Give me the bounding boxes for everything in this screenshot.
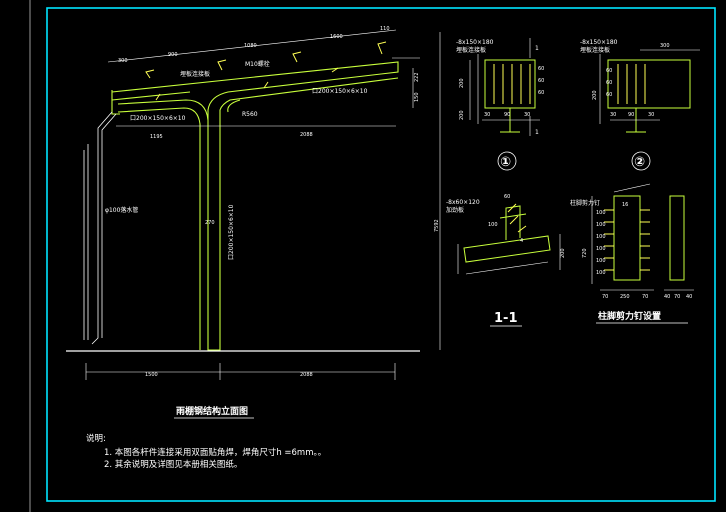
dim-right-1: 150 xyxy=(414,92,420,102)
stud-detail: 柱脚剪力钉 16 720 100 100 100 100 100 100 70 … xyxy=(570,183,694,324)
top-ledge xyxy=(111,90,120,115)
d2-bolt-2: 60 xyxy=(606,92,612,98)
dim-top-1: 900 xyxy=(168,52,178,58)
d1-plate: -8x150×180 xyxy=(456,39,494,46)
d2-bolt-0: 60 xyxy=(606,68,612,74)
d2-circle: ② xyxy=(634,155,645,170)
d1-bolt-0: 60 xyxy=(538,66,544,72)
stud-v-5: 100 xyxy=(596,270,606,276)
canopy-beam-bottom xyxy=(111,91,191,101)
stud-label: 柱脚剪力钉 xyxy=(570,199,600,207)
dim-top-2: 1080 xyxy=(244,43,257,49)
label-column: 口200×150×6×10 xyxy=(228,204,235,260)
elevation-dims: 300 900 1080 1600 110 M10螺栓 埋板连接板 口200×1… xyxy=(105,26,440,378)
d2-label: 埋板连接板 xyxy=(580,46,610,54)
label-pipe: φ100落水管 xyxy=(105,206,138,214)
label-embed: 埋板连接板 xyxy=(180,70,210,78)
right-arc xyxy=(227,99,241,113)
d2-dim-v-0: 200 xyxy=(592,90,598,100)
label-arc: R560 xyxy=(242,111,258,118)
detail-1: -8x150×180 埋板连接板 1 1 200 200 30 90 30 60… xyxy=(456,38,544,171)
s11-plate: -8x60×120 xyxy=(446,199,480,206)
s11-title: 1-1 xyxy=(494,311,518,326)
d1-dim-v-1: 200 xyxy=(459,110,465,120)
d1-dim-h-2: 30 xyxy=(524,112,530,118)
stud-height: 720 xyxy=(582,248,588,258)
notes: 说明: 1. 本图各杆件连接采用双面贴角焊，焊角尺寸h =6mm。。 2. 其余… xyxy=(86,433,326,470)
d1-label: 埋板连接板 xyxy=(456,46,486,54)
dim-span-mid-1: 2088 xyxy=(300,132,313,138)
left-arc-inner xyxy=(117,107,201,350)
d2-plate: -8x150×180 xyxy=(580,39,618,46)
dim-span-bot-0: 1500 xyxy=(145,372,158,378)
s11-label: 加劲板 xyxy=(446,206,464,214)
stud-h-l-0: 70 xyxy=(602,294,608,300)
notes-heading: 说明: xyxy=(86,433,106,444)
stud-v-0: 100 xyxy=(596,210,606,216)
stud-v-3: 100 xyxy=(596,246,606,252)
d1-symbol-top: 1 xyxy=(535,45,539,52)
detail-2: -8x150×180 埋板连接板 300 200 30 90 30 60 60 … xyxy=(580,39,700,171)
d1-dim-v-0: 200 xyxy=(459,78,465,88)
stud-h-l-2: 70 xyxy=(642,294,648,300)
d1-dim-h-1: 90 xyxy=(504,112,510,118)
elevation-title: 雨棚钢结构立面图 xyxy=(176,405,248,417)
dim-total-height: 7592 xyxy=(434,219,440,232)
d2-bolt-1: 60 xyxy=(606,80,612,86)
d1-circle: ① xyxy=(500,155,511,170)
s11-dim-0: 60 xyxy=(504,194,510,200)
d2-dim-h-0: 30 xyxy=(610,112,616,118)
stud-h-l-1: 250 xyxy=(620,294,630,300)
bolt-brackets xyxy=(145,41,387,101)
notes-line-1: 1. 本图各杆件连接采用双面贴角焊，焊角尺寸h =6mm。。 xyxy=(104,447,326,458)
stud-h-r-0: 40 xyxy=(664,294,670,300)
sheet-border xyxy=(46,7,716,502)
dim-top-3: 1600 xyxy=(330,34,343,40)
dim-span-bot-1: 2088 xyxy=(300,372,313,378)
s11-dim-1: 100 xyxy=(488,222,498,228)
d1-dim-h-0: 30 xyxy=(484,112,490,118)
d1-symbol-bottom: 1 xyxy=(535,129,539,136)
d2-dim-h-1: 90 xyxy=(628,112,634,118)
canopy-beam xyxy=(111,61,399,351)
label-beam-left: 口200×150×6×10 xyxy=(130,115,186,122)
dim-top-4: 110 xyxy=(380,26,390,32)
dim-right-0: 222 xyxy=(414,72,420,82)
left-arc xyxy=(117,99,209,121)
label-beam-top: 口200×150×6×10 xyxy=(312,88,368,95)
d1-bolt-1: 60 xyxy=(538,78,544,84)
stud-v-2: 100 xyxy=(596,234,606,240)
dim-span-mid-0: 1195 xyxy=(150,134,163,140)
stud-h-r-2: 40 xyxy=(686,294,692,300)
stud-title: 柱脚剪力钉设置 xyxy=(598,310,661,322)
stud-h-r-1: 70 xyxy=(674,294,680,300)
drainpipe xyxy=(83,111,117,345)
s11-dim-3: 200 xyxy=(560,248,566,258)
d2-dim-h-2: 30 xyxy=(648,112,654,118)
notes-line-2: 2. 其余说明及详图见本册相关图纸。 xyxy=(104,459,242,470)
dimension-lines xyxy=(85,29,441,380)
dim-col-center: 270 xyxy=(205,220,215,226)
elevation-view xyxy=(111,61,399,351)
label-bolt: M10螺栓 xyxy=(245,60,270,68)
section-1-1: -8x60×120 加劲板 60 100 4 200 1-1 xyxy=(446,194,566,327)
stud-v-1: 100 xyxy=(596,222,606,228)
s11-dim-2: 4 xyxy=(520,238,523,244)
d2-width: 300 xyxy=(660,43,670,49)
dim-top-0: 300 xyxy=(118,58,128,64)
stud-v-4: 100 xyxy=(596,258,606,264)
stud-thk: 16 xyxy=(622,202,628,208)
d1-bolt-2: 60 xyxy=(538,90,544,96)
